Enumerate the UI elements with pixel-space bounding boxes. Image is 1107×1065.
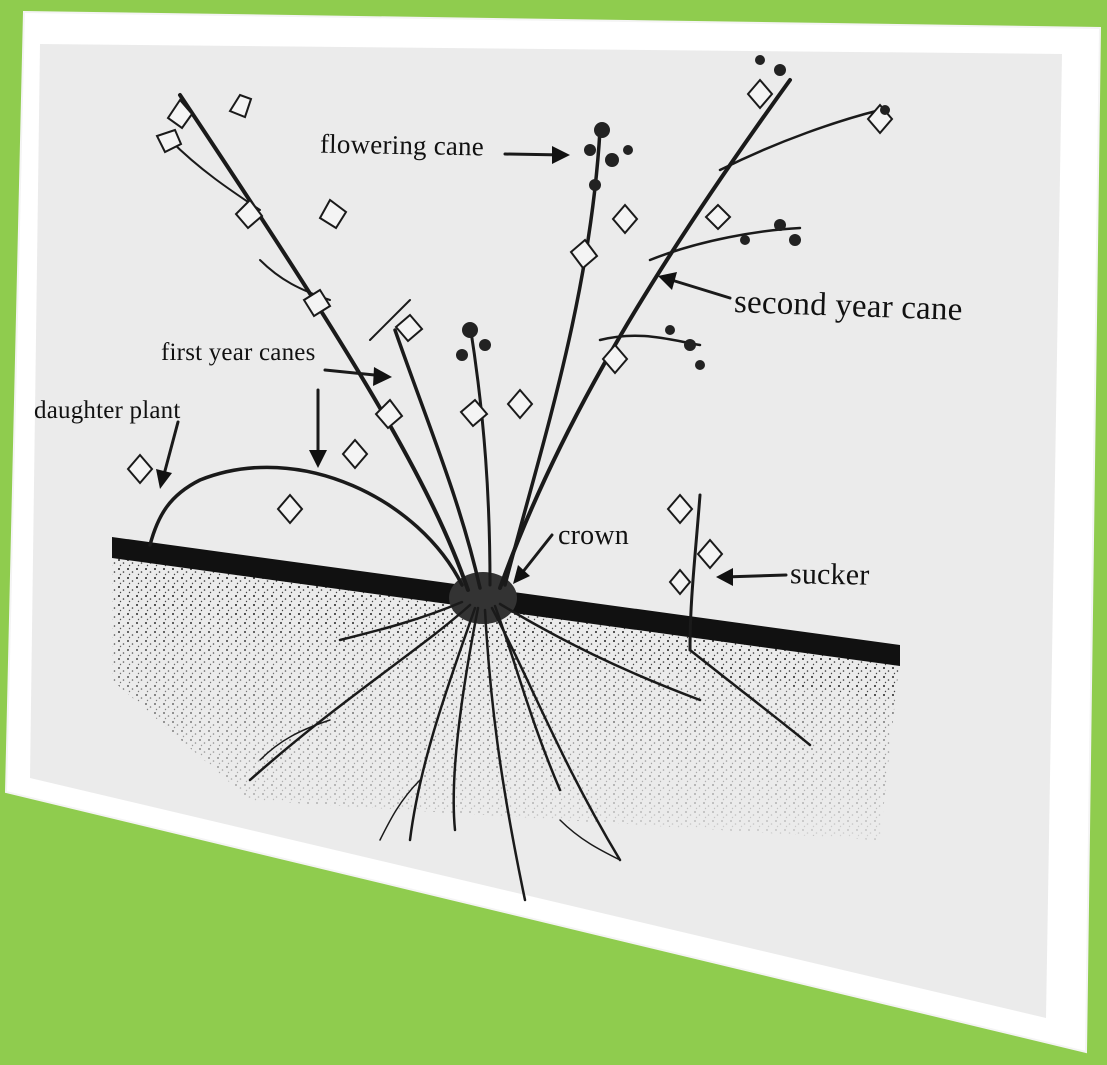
label-sucker: sucker [790, 557, 870, 592]
label-crown: crown [558, 520, 629, 552]
picture-paper [30, 44, 1062, 1018]
label-second-year-cane: second year cane [733, 284, 963, 329]
label-flowering-cane: flowering cane [320, 129, 485, 163]
label-daughter-plant: daughter plant [34, 397, 181, 425]
label-first-year-canes: first year canes [161, 339, 316, 367]
sucker-arrow [724, 575, 786, 577]
